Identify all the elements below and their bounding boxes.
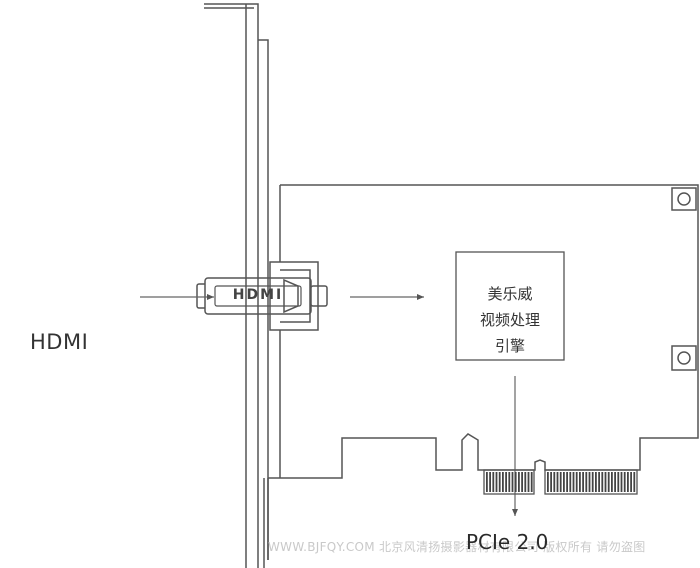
gold-finger-contact (489, 472, 491, 492)
gold-finger-contact (617, 472, 620, 492)
gold-fingers (486, 472, 636, 492)
gold-finger-contact (633, 472, 636, 492)
gold-finger-contact (518, 472, 520, 492)
gold-finger-contact (527, 472, 530, 492)
gold-finger-contact (492, 472, 495, 492)
chip-line-2: 视频处理 (479, 311, 540, 329)
gold-finger-contact (604, 472, 607, 492)
hdmi-label: HDMI (30, 330, 89, 354)
chip-line-1: 美乐威 (487, 285, 533, 303)
pcie-label: PCIe 2.0 (466, 530, 549, 554)
pcie-bracket (204, 3, 269, 568)
gold-finger-contact (502, 472, 504, 492)
mounting-hole-bottom (671, 345, 697, 371)
gold-finger-contact (547, 472, 549, 492)
gold-finger-contact (575, 472, 578, 492)
watermark: WWW.BJFQY.COM 北京风清扬摄影器材有限公司 版权所有 请勿盗图 (268, 540, 646, 554)
chip-box-outline (455, 251, 565, 361)
gold-finger-contact (620, 472, 623, 492)
hdmi-plug-text: HDMI (232, 287, 284, 303)
gold-finger-contact (582, 472, 584, 492)
gold-finger-contact (498, 472, 501, 492)
gold-finger-contact (614, 472, 616, 492)
gold-finger-contact (556, 472, 559, 492)
gold-finger-contact (607, 472, 610, 492)
hdmi-port-icon (269, 261, 319, 331)
chip-line-3: 引擎 (494, 337, 525, 355)
gold-finger-contact (601, 472, 604, 492)
gold-finger-contact (588, 472, 591, 492)
mounting-hole-top (671, 187, 697, 211)
gold-finger-contact (521, 472, 523, 492)
gold-fingers-left-outline (483, 469, 535, 495)
gold-finger-contact (530, 472, 533, 492)
gold-fingers-right-outline (544, 469, 638, 495)
gold-finger-contact (559, 472, 562, 492)
gold-finger-contact (627, 472, 629, 492)
gold-finger-contact (591, 472, 594, 492)
gold-finger-contact (563, 472, 565, 492)
gold-finger-contact (566, 472, 568, 492)
gold-finger-contact (495, 472, 498, 492)
gold-finger-contact (630, 472, 632, 492)
gold-finger-contact (579, 472, 581, 492)
gold-finger-contact (598, 472, 600, 492)
gold-finger-contact (569, 472, 572, 492)
gold-finger-contact (508, 472, 511, 492)
chip-box: 美乐威 视频处理 引擎 (456, 252, 564, 360)
gold-finger-contact (623, 472, 626, 492)
gold-finger-contact (553, 472, 556, 492)
gold-finger-contact (505, 472, 507, 492)
gold-finger-contact (514, 472, 517, 492)
gold-finger-contact (611, 472, 613, 492)
gold-finger-contact (486, 472, 488, 492)
gold-finger-contact (572, 472, 575, 492)
gold-finger-contact (585, 472, 588, 492)
gold-finger-contact (550, 472, 552, 492)
gold-finger-contact (595, 472, 597, 492)
gold-finger-contact (524, 472, 527, 492)
gold-finger-contact (511, 472, 514, 492)
